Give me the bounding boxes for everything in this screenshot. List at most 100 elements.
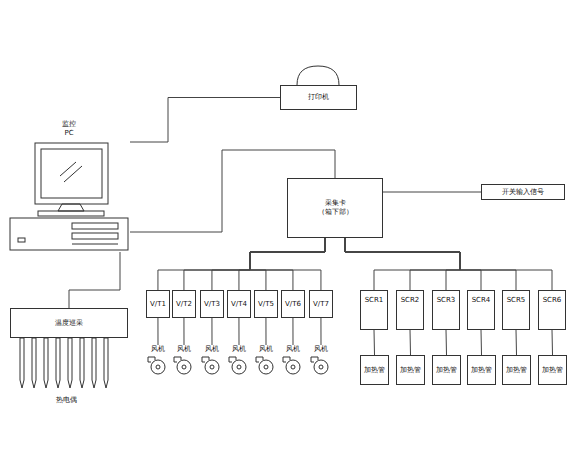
node-text: 风机	[177, 345, 191, 354]
connector	[345, 238, 552, 290]
heater-box: 加热管	[538, 355, 567, 385]
fan-hub	[182, 365, 186, 369]
fan-unit: 风机	[228, 345, 250, 377]
fan-hub	[319, 365, 323, 369]
case-line	[72, 244, 118, 245]
node-text: SCR5	[507, 296, 526, 305]
node-text: SCR2	[401, 296, 420, 305]
thermocouple-probe	[92, 338, 96, 388]
connector	[211, 318, 212, 345]
node-text: 加热管	[436, 366, 457, 375]
part-label: 热电偶	[56, 396, 77, 404]
thermocouple-probe	[68, 338, 72, 388]
thermocouple-probe	[56, 338, 60, 388]
node-text: 加热管	[506, 366, 527, 375]
connector	[158, 238, 325, 290]
heater-box: 加热管	[396, 355, 425, 385]
converter-box: V/T2	[172, 290, 196, 318]
thermocouple-probe	[32, 338, 36, 388]
node-text: 风机	[151, 345, 165, 354]
fan-hub	[237, 365, 241, 369]
converter-box: V/T3	[200, 290, 224, 318]
fan-icon	[314, 360, 328, 374]
node-text: V/T5	[258, 300, 274, 309]
thermocouple-probe	[104, 338, 108, 388]
connector	[345, 238, 460, 290]
node-text: 风机	[286, 345, 300, 354]
connector	[265, 318, 266, 345]
node-text: V/T2	[176, 300, 192, 309]
fan-outlet	[311, 357, 318, 362]
monitor-base	[38, 211, 104, 216]
node-text: 开关输入信号	[502, 188, 544, 197]
node-text: 打印机	[308, 93, 329, 102]
connector	[345, 238, 516, 290]
fan-icon	[286, 360, 300, 374]
node-text: V/T4	[231, 300, 247, 309]
node-text: SCR1	[365, 296, 384, 305]
fan-icon	[259, 360, 273, 374]
node-text: SCR6	[543, 296, 562, 305]
thermocouple-probe	[80, 338, 84, 388]
heater-box: 加热管	[502, 355, 531, 385]
temperature-box: 温度巡采	[10, 308, 128, 338]
connector	[157, 318, 158, 345]
connector	[410, 330, 412, 355]
fan-outlet	[283, 357, 290, 362]
fan-unit: 风机	[173, 345, 195, 377]
fan-icon	[232, 360, 246, 374]
connector	[292, 318, 293, 345]
node-text: SCR3	[437, 296, 456, 305]
scr-box: SCR3	[432, 290, 460, 330]
heater-box: 加热管	[467, 355, 496, 385]
drive-bay	[72, 233, 118, 239]
fan-outlet	[174, 357, 181, 362]
connector	[250, 238, 325, 290]
node-text: V/T7	[313, 300, 329, 309]
converter-box: V/T5	[254, 290, 278, 318]
node-text: 监控 PC	[62, 120, 76, 138]
fan-outlet	[148, 357, 155, 362]
node-text: 风机	[314, 345, 328, 354]
node-text: 加热管	[471, 366, 492, 375]
scr-box: SCR4	[467, 290, 495, 330]
fan-outlet	[256, 357, 263, 362]
converter-box: V/T6	[281, 290, 305, 318]
computer: 监控 PC	[8, 120, 130, 252]
printer-box: 打印机	[280, 85, 357, 110]
fan-unit: 风机	[282, 345, 304, 377]
node-text: 加热管	[542, 366, 563, 375]
node-text: 温度巡采	[55, 319, 83, 328]
fan-outlet	[229, 357, 236, 362]
connector	[250, 238, 325, 290]
node-text: 风机	[259, 345, 273, 354]
monitor-screen	[41, 149, 102, 198]
fan-unit: 风机	[255, 345, 277, 377]
input-box: 开关输入信号	[481, 184, 565, 200]
thermocouple-probe	[44, 338, 48, 388]
scr-box: SCR5	[502, 290, 530, 330]
heater-box: 加热管	[432, 355, 461, 385]
node-text: 加热管	[400, 366, 421, 375]
node-text: V/T3	[204, 300, 220, 309]
fan-icon	[177, 360, 191, 374]
node-text: SCR4	[472, 296, 491, 305]
screen-glare	[64, 166, 82, 182]
connector	[130, 98, 280, 143]
converter-box: V/T4	[227, 290, 251, 318]
connector	[250, 238, 325, 290]
converter-box: V/T1	[146, 290, 170, 318]
connector	[184, 238, 325, 290]
node-text: 加热管	[364, 366, 385, 375]
connector	[69, 252, 120, 308]
node-text: 采集卡	[325, 199, 346, 208]
fan-hub	[264, 365, 268, 369]
converter-box: V/T7	[309, 290, 333, 318]
connector	[481, 330, 483, 355]
connector	[374, 330, 376, 355]
scr-box: SCR1	[360, 290, 388, 330]
connector	[320, 318, 321, 345]
connector	[345, 238, 481, 290]
heater-box: 加热管	[360, 355, 389, 385]
drive-bay	[72, 223, 118, 229]
